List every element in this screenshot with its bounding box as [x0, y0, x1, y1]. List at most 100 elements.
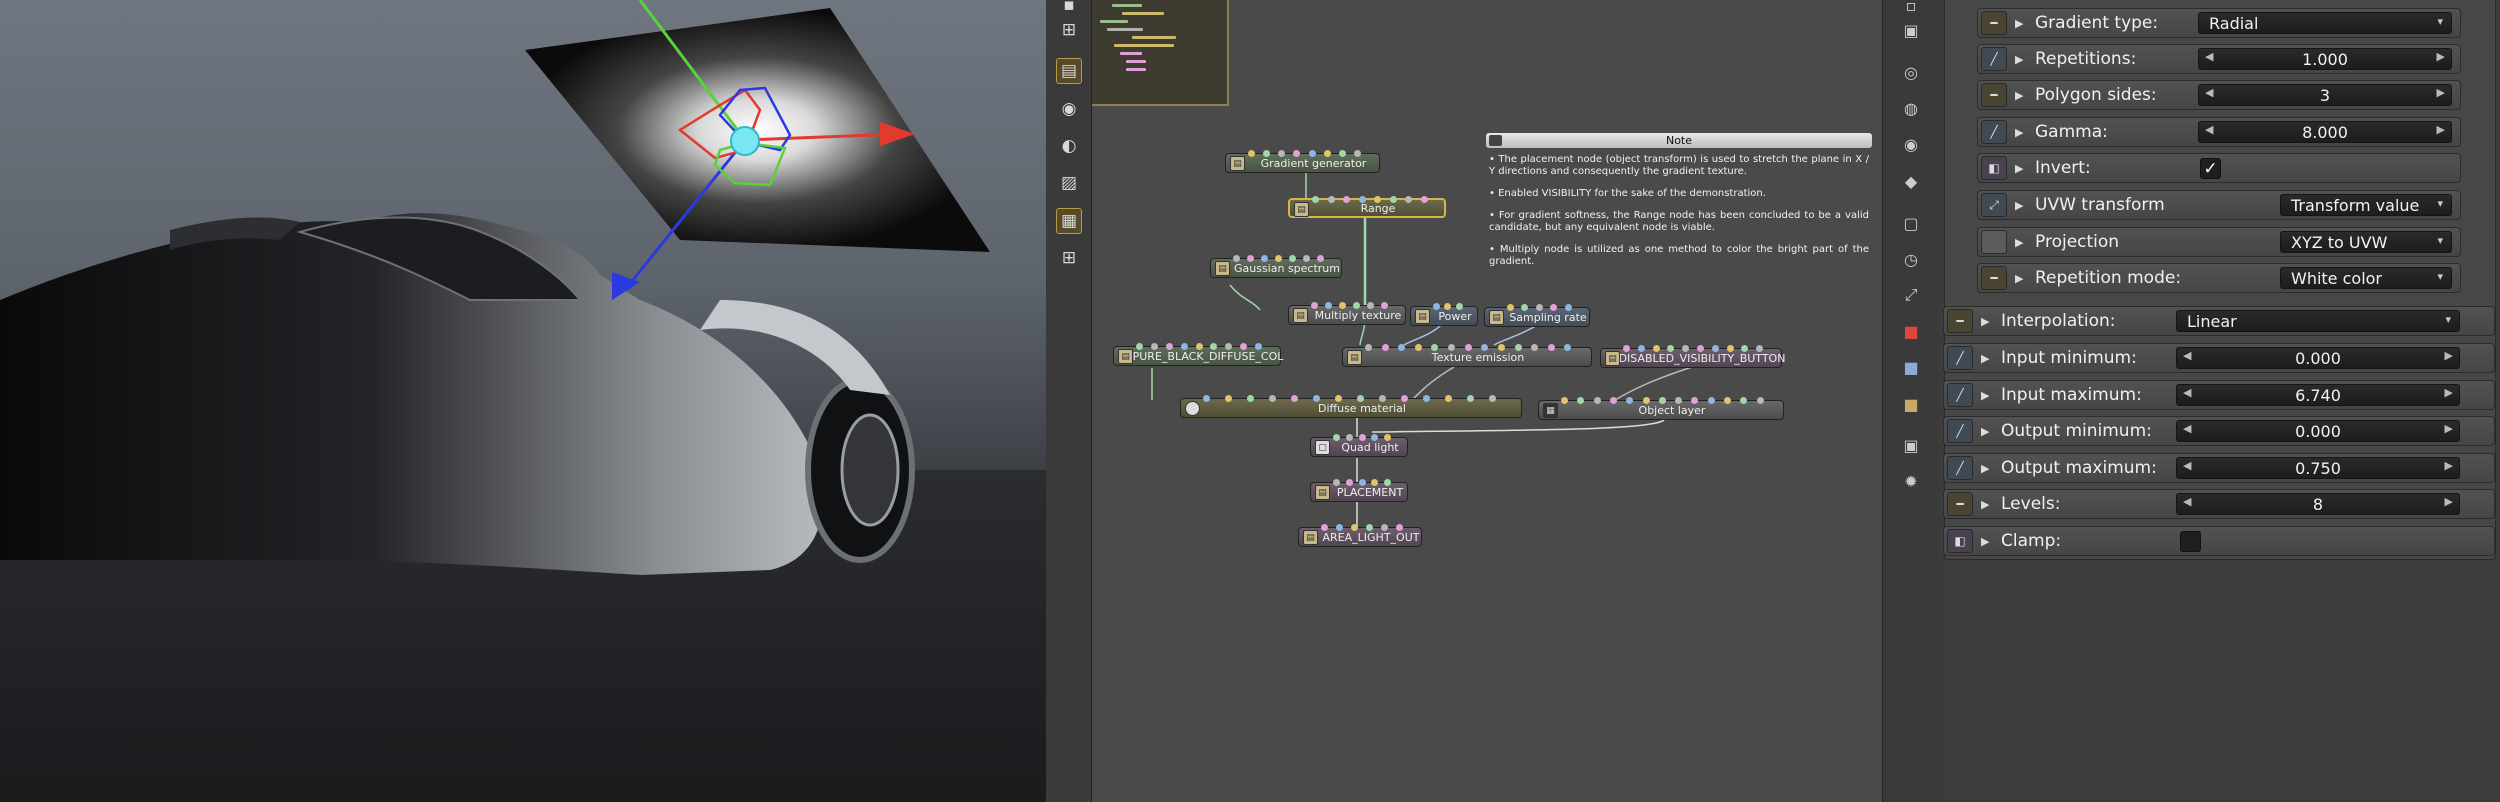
- node-input-pin[interactable]: [1374, 196, 1381, 203]
- node-input-pin[interactable]: [1521, 304, 1529, 311]
- node-input-pin[interactable]: [1291, 395, 1298, 402]
- node-input-pin[interactable]: [1756, 345, 1764, 352]
- uvw-transform-dropdown[interactable]: Transform value ▾: [2280, 194, 2452, 216]
- increment-icon[interactable]: ▶: [2444, 422, 2453, 435]
- param-input-maximum[interactable]: ╱ ▶ Input maximum: ◀ 6.740 ▶: [1943, 380, 2495, 410]
- node-input-pin[interactable]: [1593, 397, 1601, 404]
- node-input-pin[interactable]: [1345, 479, 1353, 486]
- transform-icon[interactable]: ⤢: [1904, 285, 1918, 304]
- node-input-pin[interactable]: [1371, 479, 1379, 486]
- node-input-pin[interactable]: [1531, 344, 1539, 351]
- node-input-pin[interactable]: [1357, 395, 1364, 402]
- node-input-pin[interactable]: [1338, 150, 1346, 157]
- increment-icon[interactable]: ▶: [2436, 86, 2445, 99]
- expand-arrow-icon[interactable]: ▶: [2015, 125, 2024, 139]
- node-input-pin[interactable]: [1448, 344, 1456, 351]
- node-input-pin[interactable]: [1535, 304, 1543, 311]
- invert-checkbox[interactable]: ✓: [2200, 158, 2221, 179]
- node-input-pin[interactable]: [1405, 196, 1412, 203]
- node-input-pin[interactable]: [1444, 303, 1452, 310]
- node-multiply-texture[interactable]: ▤ Multiply texture: [1288, 302, 1406, 325]
- node-input-pin[interactable]: [1353, 302, 1360, 309]
- node-input-pin[interactable]: [1550, 304, 1558, 311]
- node-input-pin[interactable]: [1317, 255, 1324, 262]
- input-minimum-field[interactable]: ◀ 0.000 ▶: [2176, 347, 2460, 369]
- expand-arrow-icon[interactable]: ▶: [1981, 461, 1990, 475]
- repetitions-field[interactable]: ◀ 1.000 ▶: [2198, 48, 2452, 70]
- node-input-pin[interactable]: [1321, 524, 1328, 531]
- graph-note[interactable]: Note • The placement node (object transf…: [1486, 133, 1872, 283]
- fit-view-icon[interactable]: ⊞: [1061, 20, 1077, 40]
- expand-arrow-icon[interactable]: ▶: [1981, 534, 1990, 548]
- node-input-pin[interactable]: [1303, 255, 1310, 262]
- output-minimum-field[interactable]: ◀ 0.000 ▶: [2176, 420, 2460, 442]
- node-input-pin[interactable]: [1367, 302, 1374, 309]
- interpolation-dropdown[interactable]: Linear ▾: [2176, 310, 2460, 332]
- node-input-pin[interactable]: [1313, 395, 1320, 402]
- node-input-pin[interactable]: [1150, 343, 1158, 350]
- node-texture-emission[interactable]: ▤ Texture emission: [1342, 344, 1592, 367]
- expand-arrow-icon[interactable]: ▶: [1981, 351, 1990, 365]
- graph-minimap[interactable]: [1092, 0, 1229, 106]
- node-input-pin[interactable]: [1691, 397, 1699, 404]
- expand-arrow-icon[interactable]: ▶: [1981, 497, 1990, 511]
- output-maximum-field[interactable]: ◀ 0.750 ▶: [2176, 457, 2460, 479]
- mesh-cube-icon[interactable]: ■: [1903, 357, 1919, 377]
- param-uvw-transform[interactable]: ⤢ ▶ UVW transform Transform value ▾: [1977, 190, 2461, 220]
- node-input-pin[interactable]: [1652, 345, 1660, 352]
- decrement-icon[interactable]: ◀: [2183, 422, 2192, 435]
- node-input-pin[interactable]: [1697, 345, 1704, 352]
- param-invert[interactable]: ◧ ▶ Invert: ✓: [1977, 153, 2461, 183]
- node-input-pin[interactable]: [1707, 397, 1715, 404]
- increment-icon[interactable]: ▶: [2444, 386, 2453, 399]
- node-input-pin[interactable]: [1381, 344, 1389, 351]
- node-input-pin[interactable]: [1289, 255, 1296, 262]
- node-input-pin[interactable]: [1240, 343, 1248, 350]
- node-input-pin[interactable]: [1195, 343, 1203, 350]
- node-graph-icon[interactable]: ▤: [1056, 58, 1082, 84]
- node-input-pin[interactable]: [1637, 345, 1645, 352]
- node-input-pin[interactable]: [1293, 150, 1301, 157]
- node-input-pin[interactable]: [1247, 395, 1254, 402]
- node-input-pin[interactable]: [1711, 345, 1719, 352]
- node-input-pin[interactable]: [1278, 150, 1286, 157]
- node-gaussian-spectrum[interactable]: ▤ Gaussian spectrum: [1210, 255, 1342, 278]
- expand-arrow-icon[interactable]: ▶: [2015, 198, 2024, 212]
- node-input-pin[interactable]: [1225, 343, 1233, 350]
- box-icon[interactable]: ■: [1903, 394, 1919, 414]
- node-input-pin[interactable]: [1433, 303, 1440, 310]
- expand-arrow-icon[interactable]: ▶: [2015, 235, 2024, 249]
- geometry-icon[interactable]: ◆: [1904, 171, 1918, 191]
- expand-arrow-icon[interactable]: ▶: [2015, 161, 2024, 175]
- node-input-pin[interactable]: [1358, 434, 1366, 441]
- param-interpolation[interactable]: ━ ▶ Interpolation: Linear ▾: [1943, 306, 2495, 336]
- node-input-pin[interactable]: [1626, 397, 1634, 404]
- node-input-pin[interactable]: [1724, 397, 1732, 404]
- node-input-pin[interactable]: [1423, 395, 1430, 402]
- gamma-field[interactable]: ◀ 8.000 ▶: [2198, 121, 2452, 143]
- expand-arrow-icon[interactable]: ▶: [2015, 271, 2024, 285]
- node-input-pin[interactable]: [1384, 479, 1392, 486]
- node-input-pin[interactable]: [1325, 302, 1332, 309]
- film-settings-icon[interactable]: ▢: [1903, 213, 1919, 233]
- decrement-icon[interactable]: ◀: [2205, 50, 2214, 63]
- increment-icon[interactable]: ▶: [2444, 459, 2453, 472]
- node-input-pin[interactable]: [1358, 479, 1366, 486]
- node-input-pin[interactable]: [1384, 434, 1392, 441]
- light-sun-icon[interactable]: ✹: [1904, 471, 1918, 491]
- node-input-pin[interactable]: [1740, 397, 1748, 404]
- environment-icon[interactable]: ◍: [1904, 98, 1918, 118]
- param-projection[interactable]: ▶ Projection XYZ to UVW ▾: [1977, 227, 2461, 257]
- node-input-pin[interactable]: [1514, 344, 1522, 351]
- expand-arrow-icon[interactable]: ▶: [1981, 314, 1990, 328]
- node-input-pin[interactable]: [1225, 395, 1232, 402]
- param-gamma[interactable]: ╱ ▶ Gamma: ◀ 8.000 ▶: [1977, 117, 2461, 147]
- table-grid-icon[interactable]: ⊞: [1061, 248, 1077, 268]
- expand-arrow-icon[interactable]: ▶: [2015, 16, 2024, 30]
- node-input-pin[interactable]: [1263, 150, 1271, 157]
- animation-clock-icon[interactable]: ◷: [1904, 249, 1918, 269]
- param-polygon-sides[interactable]: ━ ▶ Polygon sides: ◀ 3 ▶: [1977, 80, 2461, 110]
- texture-node-icon[interactable]: ◐: [1061, 136, 1077, 156]
- node-input-pin[interactable]: [1351, 524, 1358, 531]
- node-object-layer[interactable]: ▦ Object layer: [1538, 397, 1784, 420]
